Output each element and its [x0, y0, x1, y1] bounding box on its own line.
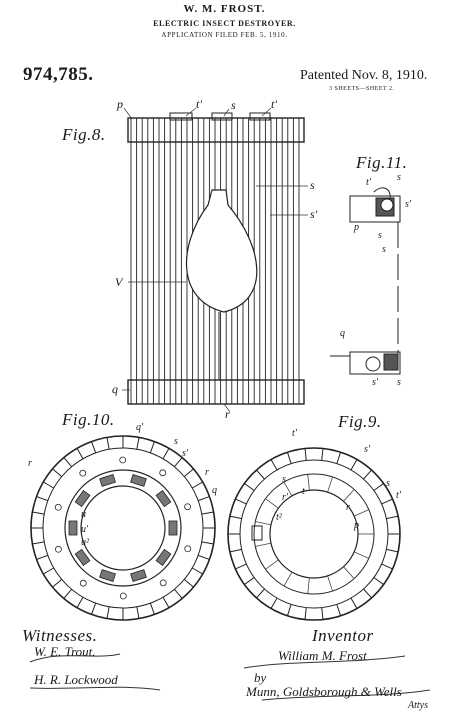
fig9-label-t-prime-right: t' — [396, 490, 401, 501]
fig8-title: Fig.8. — [62, 125, 106, 144]
fig10-label-s: s — [174, 436, 178, 447]
fig9-label-r-left: r' — [282, 492, 289, 503]
fig11-label-s-prime-top: s' — [405, 199, 412, 210]
fig10-label-u2: u² — [81, 537, 89, 548]
fig11-label-q: q — [340, 328, 345, 339]
fig9-title: Fig.9. — [338, 412, 382, 431]
fig10-label-u-prime: u' — [81, 524, 89, 535]
attorneys-abbrev: Attys — [408, 700, 428, 711]
fig10-label-u: u — [81, 509, 86, 520]
fig9-label-t2: t² — [276, 512, 282, 523]
fig8-label-q: q — [112, 382, 118, 396]
fig9-label-t-prime: t' — [292, 428, 297, 439]
patented-date: Patented Nov. 8, 1910. — [300, 68, 428, 83]
fig8-cylinder-frame — [127, 112, 305, 405]
fig9-label-s-inner: s — [282, 474, 286, 485]
fig8-leaders — [122, 107, 308, 413]
by-label: by — [254, 670, 267, 685]
fig8-label-s-prime: s' — [310, 207, 318, 221]
fig8-label-v: V — [115, 275, 123, 289]
application-filed: APPLICATION FILED FEB. 5, 1910. — [161, 31, 288, 39]
attorneys-signature: Munn, Goldsborough & Wells — [246, 684, 402, 699]
fig10-label-q: q — [212, 485, 217, 496]
invention-title: ELECTRIC INSECT DESTROYER. — [153, 19, 296, 28]
fig9-ring — [227, 447, 401, 621]
patent-number: 974,785. — [23, 64, 94, 85]
witness-1-signature: W. E. Trout. — [34, 644, 96, 659]
fig10-inner-blocks — [54, 456, 192, 600]
fig8-label-s-right: s — [310, 178, 315, 192]
fig9-label-r: r — [346, 502, 350, 513]
fig9-label-s-prime: s' — [364, 444, 371, 455]
fig11-label-s-lower: s — [382, 244, 386, 255]
fig10-label-r-right: r — [205, 467, 209, 478]
fig10-ring — [30, 435, 216, 621]
fig8-label-s: s — [231, 98, 236, 112]
fig8-label-p: p — [117, 97, 123, 111]
fig10-label-q-prime: q' — [136, 422, 144, 433]
fig10-title: Fig.10. — [62, 410, 115, 429]
fig9-segments — [228, 448, 400, 620]
inventor-label: Inventor — [312, 626, 374, 645]
fig11-label-s-top: s — [397, 172, 401, 183]
witnesses-label: Witnesses. — [22, 626, 98, 645]
fig10-label-r-left: r — [28, 458, 32, 469]
inventor-signature: William M. Frost — [278, 648, 367, 663]
fig10-label-s-prime: s' — [182, 448, 189, 459]
fig8-label-t1: t' — [196, 97, 202, 111]
fig11-label-s-prime-bottom: s' — [372, 377, 379, 388]
fig9-label-s: s — [386, 478, 390, 489]
inventor-name: W. M. FROST. — [183, 3, 266, 15]
witness-2-signature: H. R. Lockwood — [34, 672, 118, 687]
fig8-label-t2: t' — [271, 97, 277, 111]
fig9-label-t: t — [302, 486, 305, 497]
fig11-label-p: p — [354, 222, 359, 233]
fig11-label-s-bottom: s — [397, 377, 401, 388]
fig11-section — [330, 187, 401, 375]
sheet-count: 3 SHEETS—SHEET 2. — [329, 86, 395, 92]
fig8-label-r: r — [225, 407, 230, 421]
fig11-label-t-prime: t' — [366, 177, 371, 188]
fig10-teeth — [31, 436, 215, 620]
signature-strokes — [29, 653, 431, 701]
fig9-label-p: p — [354, 520, 359, 531]
fig11-label-s-mid: s — [378, 230, 382, 241]
fig11-title: Fig.11. — [356, 153, 408, 172]
